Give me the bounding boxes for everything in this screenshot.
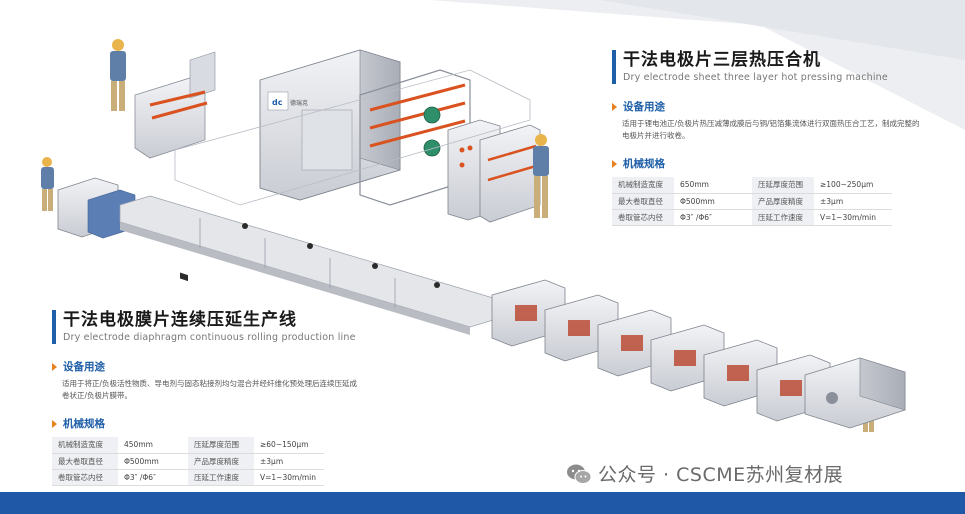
bullet-triangle-icon <box>52 419 57 428</box>
title-chinese: 干法电极片三层热压合机 <box>623 50 821 70</box>
title-chinese: 干法电极膜片连续压延生产线 <box>63 310 297 330</box>
worker-figure <box>533 134 549 218</box>
usage-heading: 设备用途 <box>612 99 942 114</box>
spec-heading: 机械规格 <box>52 416 392 431</box>
rolling-production-line <box>57 177 906 429</box>
footer-band <box>0 492 965 514</box>
bullet-triangle-icon <box>612 102 617 111</box>
spec-heading: 机械规格 <box>612 156 942 171</box>
usage-description: 适用于将正/负极活性物质、导电剂与固态粘接剂均匀混合并经纤维化预处理后连续压延成… <box>62 379 358 400</box>
machine-logo: dc <box>272 98 283 107</box>
usage-heading: 设备用途 <box>52 359 392 374</box>
machine-brand: 德瑞克 <box>290 99 308 107</box>
panel-title: 干法电极片三层热压合机 Dry electrode sheet three la… <box>612 50 942 85</box>
hot-pressing-info-panel: 干法电极片三层热压合机 Dry electrode sheet three la… <box>612 50 942 226</box>
title-accent-bar <box>52 310 56 344</box>
table-row: 卷取管芯内径 Φ3″ /Φ6″ 压延工作速度 V=1~30m/min <box>612 209 892 226</box>
usage-description: 适用于锂电池正/负极片热压减薄成膜后与铜/铝箔集流体进行双面热压合工艺，制成完整… <box>622 119 920 140</box>
worker-figure <box>110 39 126 111</box>
title-english: Dry electrode diaphragm continuous rolli… <box>63 332 356 343</box>
rolling-line-info-panel: 干法电极膜片连续压延生产线 Dry electrode diaphragm co… <box>52 310 392 486</box>
hot-pressing-machine: dc 德瑞克 <box>134 49 541 223</box>
table-row: 最大卷取直径 Φ500mm 产品厚度精度 ±3μm <box>52 453 324 470</box>
panel-title: 干法电极膜片连续压延生产线 Dry electrode diaphragm co… <box>52 310 392 345</box>
table-row: 机械制造宽度 650mm 压延厚度范围 ≥100~250μm <box>612 177 892 194</box>
spec-table: 机械制造宽度 650mm 压延厚度范围 ≥100~250μm 最大卷取直径 Φ5… <box>612 177 892 226</box>
title-english: Dry electrode sheet three layer hot pres… <box>623 72 888 83</box>
wechat-icon <box>567 464 592 484</box>
bullet-triangle-icon <box>612 159 617 168</box>
bullet-triangle-icon <box>52 362 57 371</box>
title-accent-bar <box>612 50 616 84</box>
table-row: 卷取管芯内径 Φ3″ /Φ6″ 压延工作速度 V=1~30m/min <box>52 469 324 486</box>
spec-table: 机械制造宽度 450mm 压延厚度范围 ≥60~150μm 最大卷取直径 Φ50… <box>52 437 324 486</box>
worker-figure <box>41 157 54 211</box>
watermark-text: 公众号 · CSCME苏州复材展 <box>598 464 844 486</box>
table-row: 机械制造宽度 450mm 压延厚度范围 ≥60~150μm <box>52 437 324 454</box>
watermark: 公众号 · CSCME苏州复材展 <box>566 460 843 487</box>
table-row: 最大卷取直径 Φ500mm 产品厚度精度 ±3μm <box>612 193 892 210</box>
